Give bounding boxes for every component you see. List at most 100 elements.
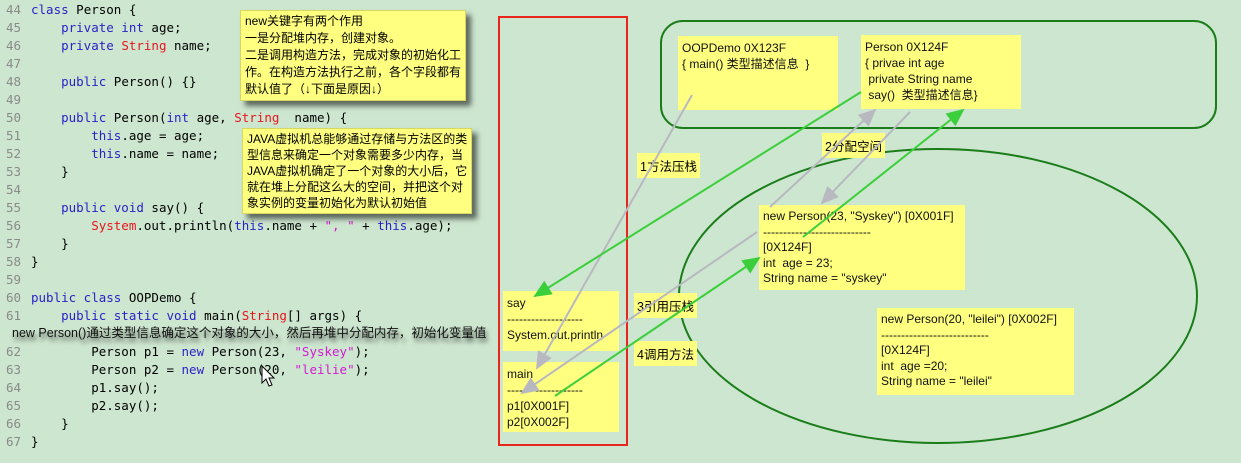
code-line: class Person {: [31, 2, 136, 17]
code-token: public static void: [31, 308, 197, 323]
code-line: }: [31, 236, 69, 251]
line-number: 61: [6, 308, 22, 323]
line-number: 65: [6, 398, 22, 413]
line-number: 62: [6, 344, 22, 359]
code-token: main(: [196, 308, 242, 323]
code-line: this.name = name;: [31, 146, 219, 161]
code-token: p1.say();: [31, 380, 159, 395]
code-token: }: [31, 434, 39, 449]
code-token: Person(: [106, 110, 167, 125]
code-line: }: [31, 164, 69, 179]
step-1-label: 1方法压栈: [637, 153, 700, 178]
code-token: ", ": [324, 218, 355, 233]
step-2-label: 2分配空间: [822, 133, 885, 158]
code-line: public class OOPDemo {: [31, 290, 197, 305]
line-number: 66: [6, 416, 22, 431]
code-token: age,: [189, 110, 235, 125]
code-line: this.age = age;: [31, 128, 204, 143]
code-token: }: [31, 164, 69, 179]
line-number: 60: [6, 290, 22, 305]
code-token: Person p1 =: [31, 344, 182, 359]
line-number: 64: [6, 380, 22, 395]
line-number: 47: [6, 56, 22, 71]
code-line: private int age;: [31, 20, 181, 35]
code-token: }: [31, 254, 39, 269]
code-token: Person {: [68, 2, 137, 17]
step-4-label: 4调用方法: [634, 341, 697, 366]
note-new-keyword: new关键字有两个作用 一是分配堆内存，创建对象。 二是调用构造方法，完成对象的…: [240, 10, 467, 101]
code-token: this: [31, 146, 122, 161]
note-jvm: JAVA虚拟机总能够通过存储与方法区的类 型信息来确定一个对象需要多少内存，当 …: [242, 128, 473, 214]
line-number: 56: [6, 218, 22, 233]
line-number: 46: [6, 38, 22, 53]
code-token: public: [31, 74, 107, 89]
code-line: }: [31, 416, 69, 431]
line-number: 59: [6, 272, 22, 287]
code-token: );: [354, 344, 370, 359]
class-info-person: Person 0X124F { privae int age private S…: [861, 35, 1021, 109]
code-token: public: [31, 110, 107, 125]
line-number: 49: [6, 92, 22, 107]
line-number: 48: [6, 74, 22, 89]
code-token: this: [234, 218, 265, 233]
code-line: System.out.println(this.name + ", " + th…: [31, 218, 452, 233]
line-number: 55: [6, 200, 22, 215]
code-line: public Person(int age, String name) {: [31, 110, 347, 125]
code-token: }: [31, 236, 69, 251]
code-token: System: [31, 218, 137, 233]
line-number: 52: [6, 146, 22, 161]
line-number: 54: [6, 182, 22, 197]
code-line: private String name;: [31, 38, 212, 53]
code-line: p1.say();: [31, 380, 159, 395]
code-token: .age);: [407, 218, 453, 233]
code-line: }: [31, 254, 39, 269]
code-token: class: [31, 2, 69, 17]
code-line: }: [31, 434, 39, 449]
code-token: [] args) {: [286, 308, 363, 323]
class-info-oopdemo: OOPDemo 0X123F { main() 类型描述信息 }: [678, 36, 838, 110]
code-token: say() {: [143, 200, 205, 215]
code-token: "leilie": [294, 362, 355, 377]
code-token: private int: [31, 20, 144, 35]
code-token: "Syskey": [294, 344, 355, 359]
line-number: 63: [6, 362, 22, 377]
stack-frame-main: main ------------------- p1[0X001F] p2[0…: [503, 362, 619, 432]
code-token: Person p2 =: [31, 362, 182, 377]
code-token: name) {: [279, 110, 348, 125]
line-number: 67: [6, 434, 22, 449]
code-line: p2.say();: [31, 398, 159, 413]
code-line: public Person() {}: [31, 74, 197, 89]
heap-ellipse: [678, 148, 1198, 444]
line-number: 53: [6, 164, 22, 179]
step-3-label: 3引用压栈: [634, 293, 697, 318]
heap-object-p1: new Person(23, "Syskey") [0X001F] ------…: [759, 205, 965, 290]
code-token: p2.say();: [31, 398, 159, 413]
code-token: new: [181, 362, 205, 377]
code-token: .name = name;: [121, 146, 220, 161]
overlay-caption: new Person()通过类型信息确定这个对象的大小，然后再堆中分配内存，初始…: [12, 326, 487, 340]
code-token: +: [354, 218, 378, 233]
code-token: public class: [31, 290, 122, 305]
code-token: name;: [166, 38, 212, 53]
code-token: new: [181, 344, 205, 359]
code-token: Person() {}: [106, 74, 197, 89]
code-token: }: [31, 416, 69, 431]
code-token: int: [166, 110, 190, 125]
code-line: Person p1 = new Person(23, "Syskey");: [31, 344, 370, 359]
line-number: 50: [6, 110, 22, 125]
code-token: public void: [31, 200, 144, 215]
code-token: String: [234, 110, 280, 125]
line-number: 45: [6, 20, 22, 35]
code-token: String: [121, 38, 167, 53]
code-token: this: [31, 128, 122, 143]
code-token: this: [377, 218, 408, 233]
code-token: OOPDemo {: [121, 290, 197, 305]
code-line: public static void main(String[] args) {: [31, 308, 362, 323]
code-token: .age = age;: [121, 128, 205, 143]
stack-frame-say: say ------------------- System.out.print…: [503, 291, 619, 351]
code-line: public void say() {: [31, 200, 204, 215]
code-token: Person(23,: [204, 344, 295, 359]
line-number: 44: [6, 2, 22, 17]
code-token: );: [354, 362, 370, 377]
code-token: .out.println(: [136, 218, 235, 233]
